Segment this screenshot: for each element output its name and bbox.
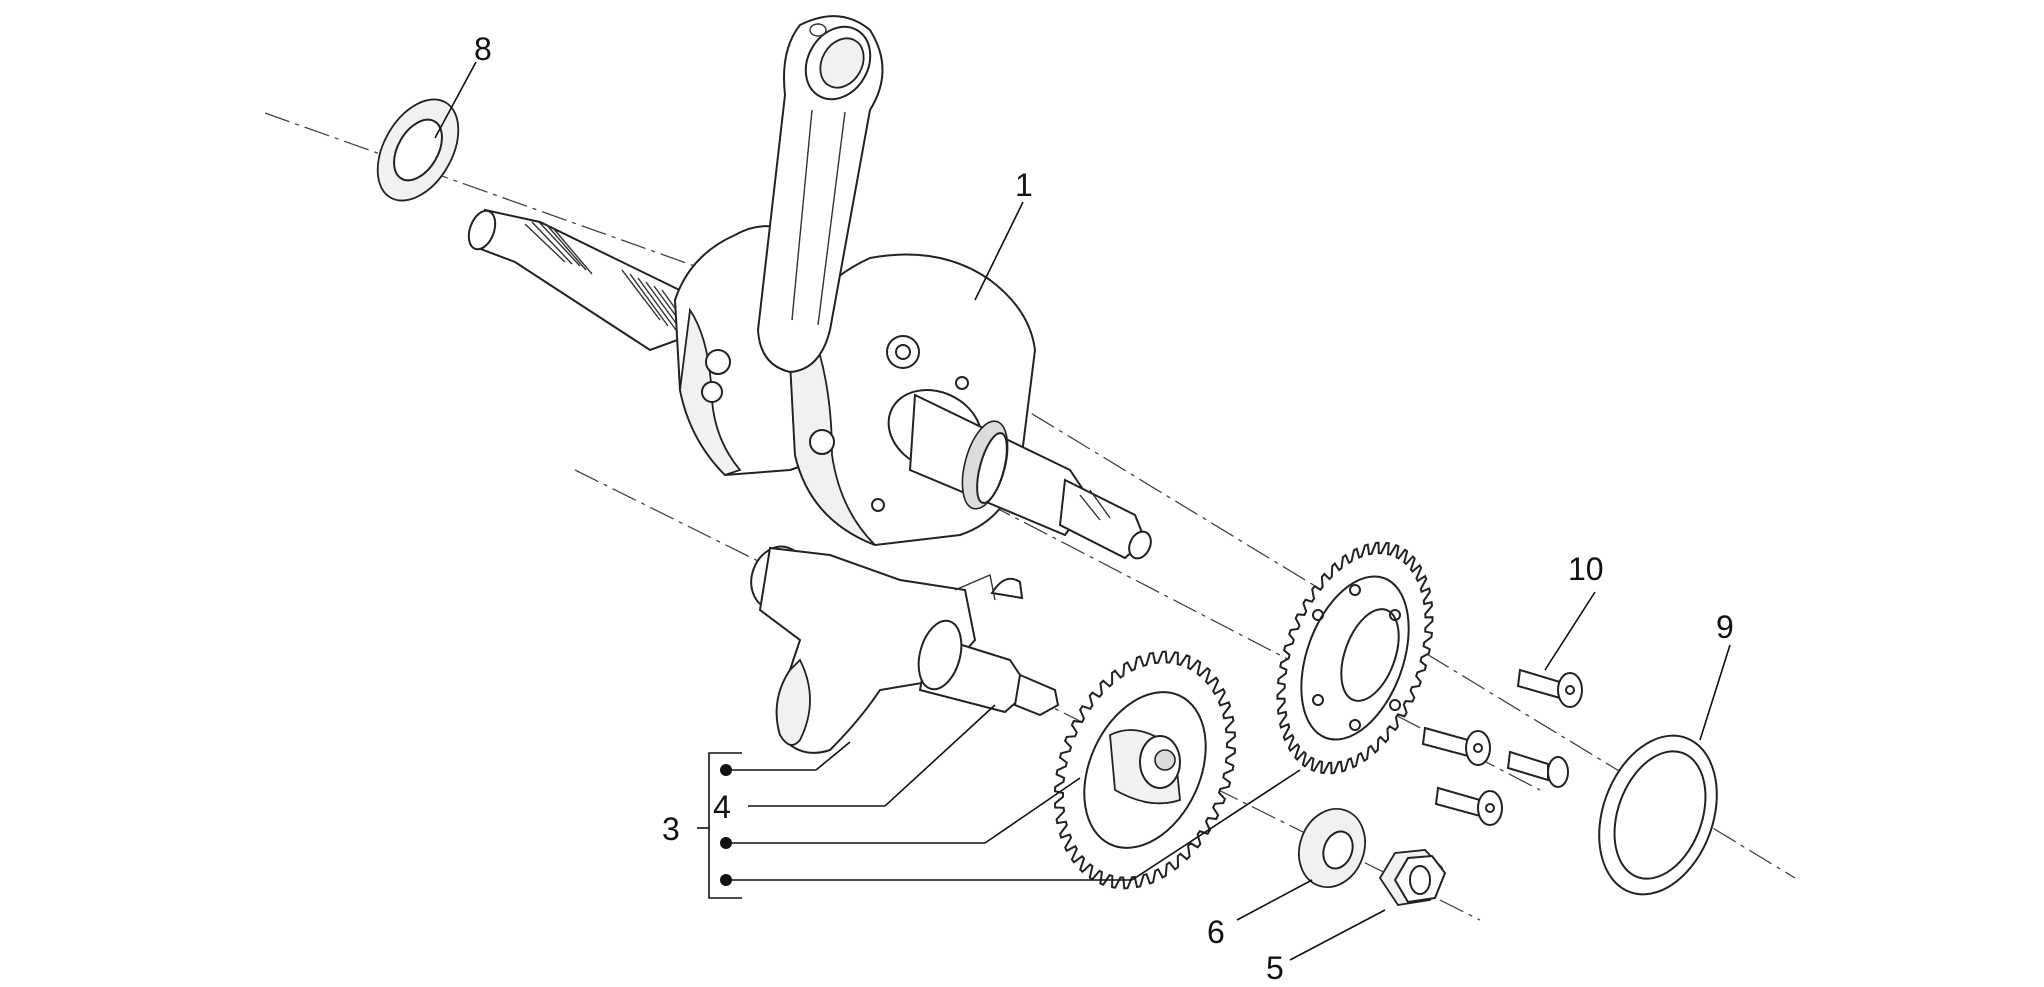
part-8-oil-seal [376, 98, 460, 202]
screw-4 [1434, 786, 1503, 826]
part-4-woodruff-key [990, 577, 1024, 600]
part-10-screws [1421, 668, 1583, 826]
callout-9: 9 [1716, 609, 1734, 645]
part-9-thrust-washer [1598, 734, 1718, 896]
part-6-washer [1298, 807, 1366, 889]
screw-2 [1421, 726, 1491, 766]
callout-labels: 1 3 4 5 6 8 9 10 [474, 31, 1734, 986]
part-5-nut [1378, 849, 1447, 906]
part-3-balancer-shaft [750, 545, 1060, 754]
callout-8: 8 [474, 31, 492, 67]
part-1-crankshaft [467, 15, 1152, 560]
part-3-drive-gear [1276, 541, 1434, 775]
callout-3: 3 [662, 811, 680, 847]
callout-1: 1 [1015, 167, 1033, 203]
callout-10: 10 [1568, 551, 1604, 587]
callout-6: 6 [1207, 914, 1225, 950]
callout-5: 5 [1266, 950, 1284, 982]
timing-sprocket [961, 420, 1009, 510]
callout-4: 4 [713, 789, 731, 825]
screw-1 [1516, 668, 1583, 708]
part-3-balancer-gear [1053, 650, 1237, 890]
connecting-rod [756, 15, 884, 374]
screw-3 [1506, 750, 1569, 788]
leader-lines [434, 61, 1731, 961]
